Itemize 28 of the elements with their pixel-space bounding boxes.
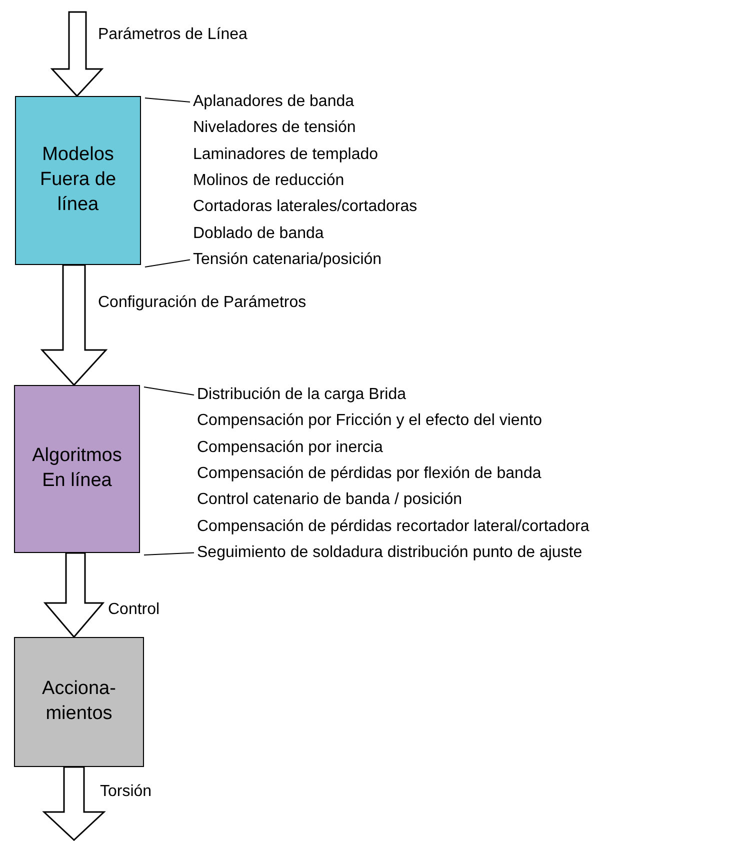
box-label: Algoritmos En línea [31,444,123,493]
edge-label: Control [108,601,160,619]
block-arrow [50,11,104,98]
list-item: Compensación de pérdidas por flexión de banda [197,464,542,483]
box-label: Acciona- mientos [41,677,117,726]
process-box [15,96,141,265]
block-arrow [42,766,106,841]
edge-label: Torsión [100,783,152,801]
list-item: Distribución de la carga Brida [197,386,406,404]
list-item: Compensación de pérdidas recortador lateral/cortadora [197,518,590,536]
list-item: Aplanadores de banda [193,93,354,111]
edge-label: Configuración de Parámetros [98,294,306,312]
list-item: Doblado de banda [193,224,324,242]
list-item: Cortadoras laterales/cortadoras [193,198,418,216]
process-box [14,637,144,767]
list-item: Compensación por Fricción y el efecto del viento [197,412,542,430]
list-item: Laminadores de templado [193,146,378,164]
list-item: Tensión catenaria/posición [193,250,382,269]
list-item: Control catenario de banda / posición [197,491,462,510]
process-box [14,385,140,553]
box-label: Modelos Fuera de línea [38,143,118,217]
edge-label: Parámetros de Línea [98,26,248,44]
block-arrow [40,264,108,386]
list-item: Seguimiento de soldadura distribución punto de ajuste [197,544,582,562]
list-item: Niveladores de tensión [193,119,356,138]
list-item: Compensación por inercia [197,438,383,457]
block-arrow [43,552,105,638]
list-item: Molinos de reducción [193,172,344,190]
